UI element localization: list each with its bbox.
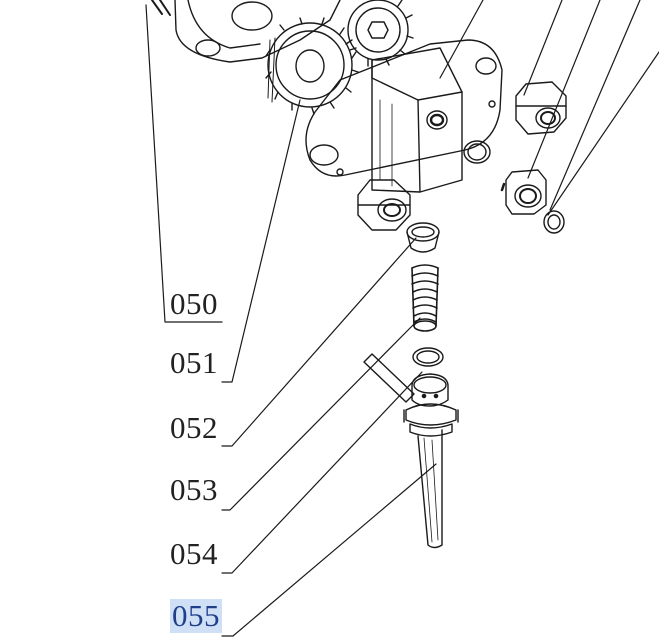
- valve-cap: [406, 222, 440, 253]
- part-label-051[interactable]: 051: [170, 345, 218, 380]
- leader-050: [145, 4, 223, 323]
- plunger-assembly: [363, 353, 459, 549]
- leader-053: [221, 317, 421, 511]
- hex-nut-left: [357, 179, 411, 231]
- part-label-052[interactable]: 052: [170, 410, 218, 445]
- leader-top-3: [527, 0, 601, 179]
- leader-054: [221, 371, 423, 574]
- part-label-054[interactable]: 054: [170, 536, 218, 571]
- hex-nut-right: [515, 81, 567, 135]
- spring: [411, 264, 439, 332]
- gear-housing-upper: [151, 0, 414, 115]
- washers: [412, 140, 565, 367]
- leader-top-2: [523, 0, 563, 96]
- part-label-050[interactable]: 050: [170, 286, 218, 321]
- leader-lines: [145, 0, 659, 637]
- leader-051: [221, 99, 301, 383]
- flange-plate: [305, 39, 503, 177]
- leader-top-5: [547, 51, 659, 216]
- leader-top-1: [439, 0, 484, 79]
- valve-block: [371, 47, 463, 193]
- leader-052: [221, 237, 417, 447]
- leader-top-4: [549, 0, 641, 211]
- part-label-055[interactable]: 055: [170, 598, 222, 633]
- part-label-053[interactable]: 053: [170, 472, 218, 507]
- leader-055: [221, 463, 437, 637]
- fitting: [500, 169, 547, 215]
